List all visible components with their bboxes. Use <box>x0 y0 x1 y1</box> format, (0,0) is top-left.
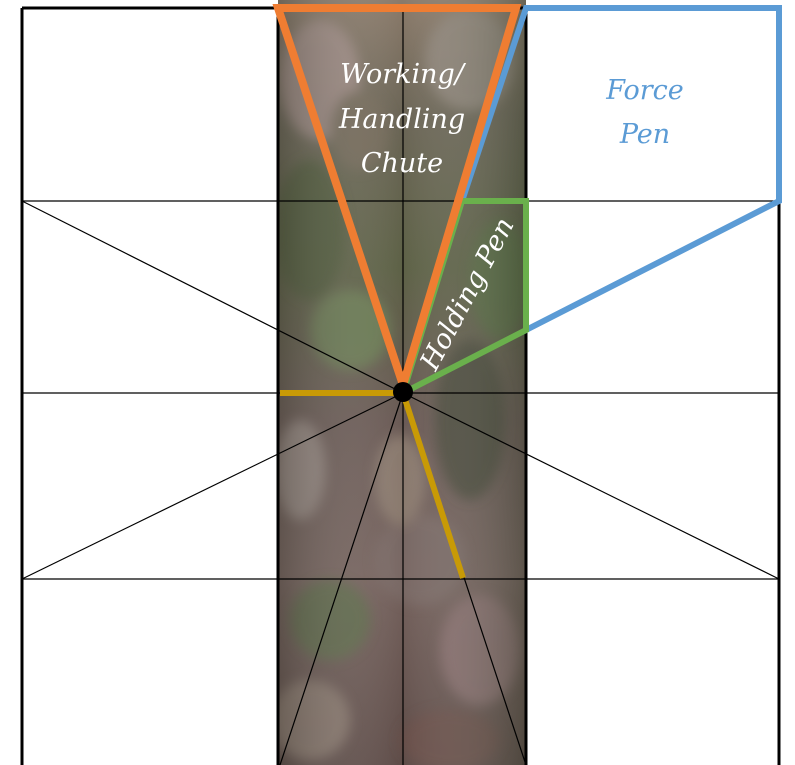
chute-label-line2: Handling <box>338 104 465 135</box>
hub-point <box>393 382 413 402</box>
chute-label-line3: Chute <box>361 148 443 179</box>
chute-label: Working/ Handling Chute <box>338 59 467 179</box>
radial-line-lower-left <box>279 392 404 765</box>
force-pen-label-line2: Pen <box>619 119 670 150</box>
radial-line-bottom-left <box>21 392 404 580</box>
radial-line-bottom-right <box>402 392 780 580</box>
force-pen-label: Force Pen <box>605 75 684 150</box>
gate-lines <box>280 390 466 579</box>
radial-line-top-left <box>21 200 404 394</box>
gate-line-lower <box>400 392 466 579</box>
force-pen-label-line1: Force <box>605 75 684 106</box>
handling-chute-outline <box>272 3 522 399</box>
chute-label-line1: Working/ <box>340 59 467 90</box>
